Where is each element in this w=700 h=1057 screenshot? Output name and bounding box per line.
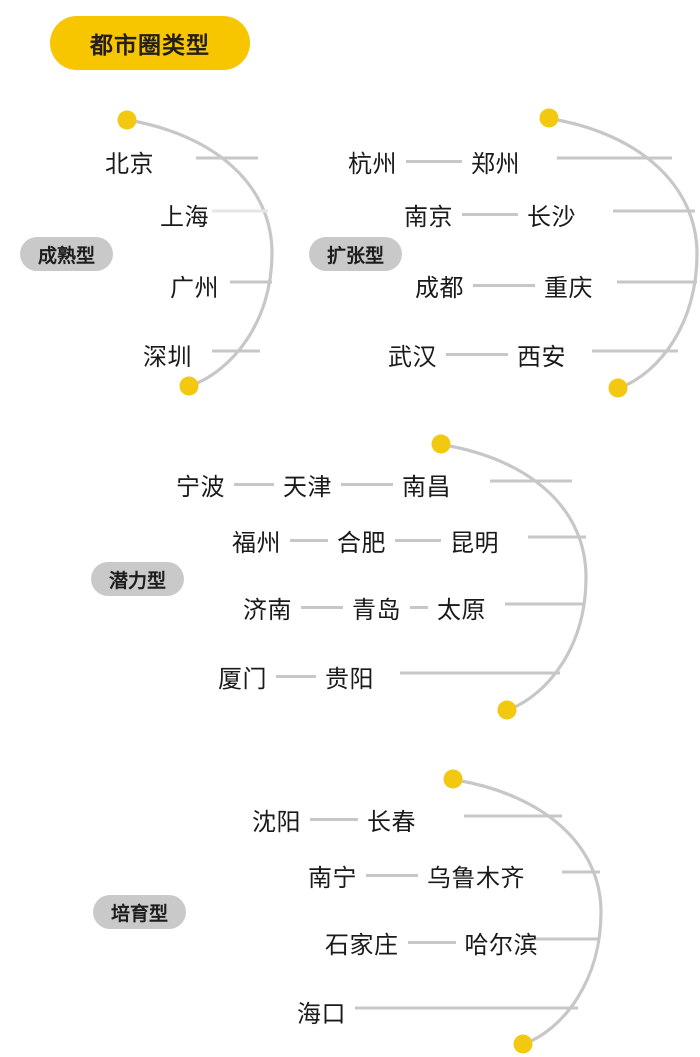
city-label: 福州 [232,530,281,557]
city-row-4-1: 沈阳 长春 [252,802,416,837]
city-label: 天津 [283,474,332,501]
row-connector [406,160,462,163]
group-4-arc [454,778,603,1046]
city-label: 重庆 [544,275,593,302]
city-label: 厦门 [218,666,267,693]
row-connector [341,483,393,486]
row-connector [310,818,358,821]
city-label: 合肥 [337,530,386,557]
city-label: 北京 [105,151,154,178]
city-label: 乌鲁木齐 [427,865,525,892]
group-4-dot-bottom [513,1034,533,1054]
city-label: 成都 [415,275,464,302]
row-connector [462,213,518,216]
city-label: 南昌 [402,474,451,501]
city-label: 广州 [170,275,219,302]
category-pill-4[interactable]: 培育型 [93,895,186,929]
city-label: 青岛 [352,597,401,624]
row-connector [446,353,508,356]
category-pill-3[interactable]: 潜力型 [91,562,184,596]
city-label: 太原 [437,597,486,624]
city-row-1-1: 北京 [105,144,154,179]
city-label: 石家庄 [325,932,399,959]
city-label: 哈尔滨 [464,932,538,959]
category-label-4: 培育型 [110,903,168,925]
city-row-4-3: 石家庄 哈尔滨 [325,925,538,960]
group-1-dot-top [117,110,137,130]
city-row-3-2: 福州 合肥 昆明 [232,523,499,558]
city-row-4-4: 海口 [297,994,346,1029]
category-label-2: 扩张型 [326,245,384,267]
city-label: 南京 [404,204,453,231]
row-connector [276,675,316,678]
row-connector [473,284,535,287]
group-3-dot-top [431,434,451,454]
group-3-dot-bottom [497,700,517,720]
group-1-dot-bottom [179,376,199,396]
group-2-dot-top [539,108,559,128]
city-row-3-1: 宁波 天津 南昌 [176,467,451,502]
row-connector [301,606,343,609]
city-label: 济南 [243,597,292,624]
city-label: 杭州 [348,151,397,178]
row-connector [395,539,441,542]
city-label: 昆明 [450,530,499,557]
city-row-3-3: 济南 青岛 太原 [243,590,486,625]
city-row-4-2: 南宁 乌鲁木齐 [308,858,525,893]
city-label: 西安 [517,344,566,371]
city-label: 深圳 [143,344,192,371]
group-2-dot-bottom [608,378,628,398]
group-3-arc [442,443,588,712]
category-label-1: 成熟型 [37,245,95,267]
category-pill-2[interactable]: 扩张型 [309,237,402,271]
row-connector [407,941,456,944]
city-row-2-2: 南京 长沙 [404,197,576,232]
group-2-arc [550,117,699,390]
city-label: 贵阳 [325,666,374,693]
row-connector [290,539,328,542]
city-label: 长春 [367,809,416,836]
city-label: 长沙 [527,204,576,231]
city-label: 上海 [160,204,209,231]
city-row-1-3: 广州 [170,268,219,303]
row-connector [410,606,428,609]
city-label: 沈阳 [252,809,301,836]
title-badge: 都市圈类型 [50,16,250,70]
city-label: 南宁 [308,865,357,892]
city-row-2-1: 杭州 郑州 [348,144,520,179]
category-label-3: 潜力型 [108,570,166,592]
city-label: 宁波 [176,474,225,501]
row-connector [366,874,418,877]
city-row-1-2: 上海 [160,197,209,232]
city-label: 武汉 [388,344,437,371]
city-row-2-3: 成都 重庆 [415,268,593,303]
group-4-dot-top [443,769,463,789]
city-label: 海口 [297,1001,346,1028]
row-connector [234,483,274,486]
city-row-2-4: 武汉 西安 [388,337,566,372]
city-row-3-4: 厦门 贵阳 [218,659,374,694]
page-title: 都市圈类型 [90,32,210,58]
category-pill-1[interactable]: 成熟型 [20,237,113,271]
city-label: 郑州 [471,151,520,178]
city-row-1-4: 深圳 [143,337,192,372]
